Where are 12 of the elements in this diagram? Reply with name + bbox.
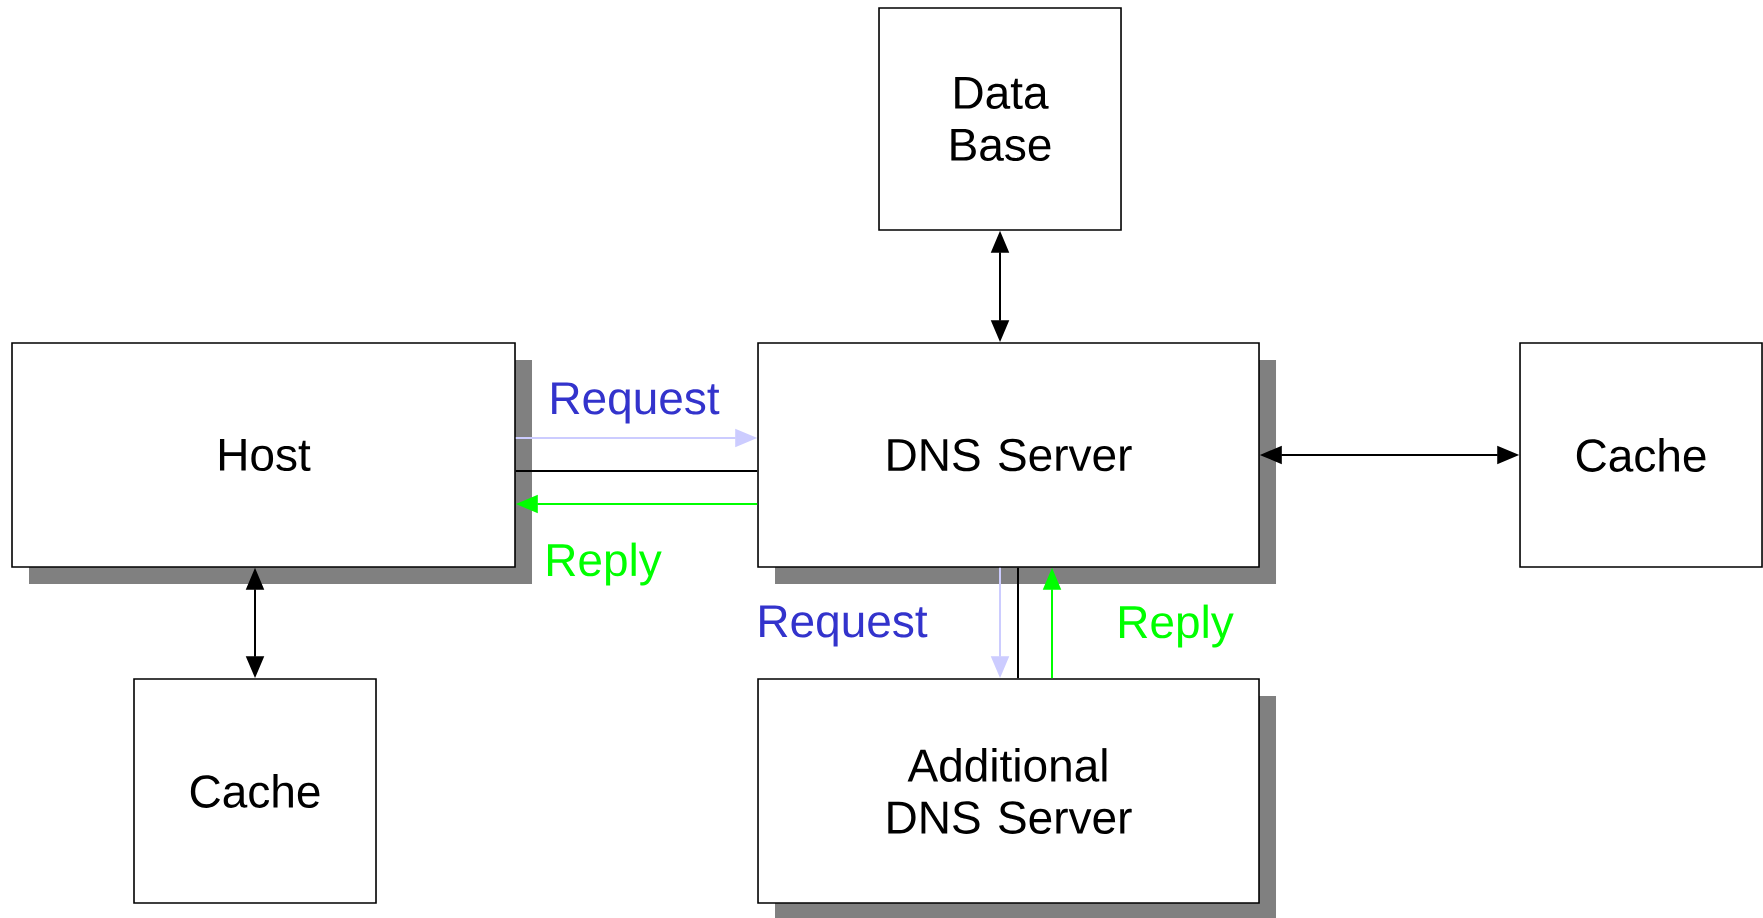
edge-label: Reply [1120, 604, 1234, 648]
box: Data Base [878, 7, 1122, 231]
box: Additional DNS Server [757, 678, 1260, 904]
connector-line [1017, 566, 1019, 680]
box: DNS Server [757, 342, 1260, 568]
edge-label: Reply [548, 542, 662, 586]
box: Host [11, 342, 516, 568]
box: Cache [1519, 342, 1763, 568]
connector-line [514, 470, 759, 472]
edge-label: Request [760, 605, 928, 647]
box: Cache [133, 678, 377, 904]
edge-label: Request [552, 382, 720, 424]
